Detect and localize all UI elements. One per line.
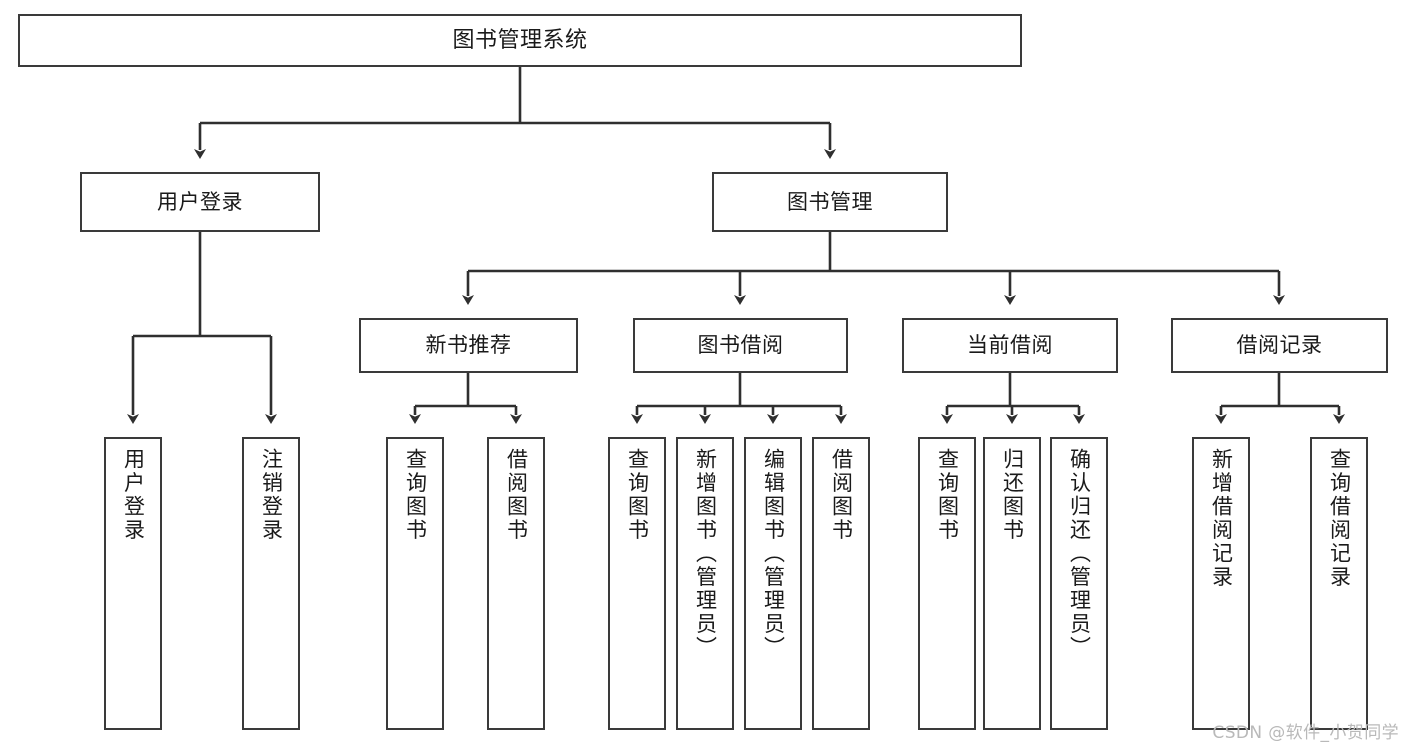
node-leaf-query-book-1-label: 查询图书: [403, 448, 428, 542]
node-leaf-query-record[interactable]: 查询借阅记录: [1310, 437, 1368, 730]
node-leaf-user-logout[interactable]: 注销登录: [242, 437, 300, 730]
node-leaf-return-book-label: 归还图书: [1000, 448, 1025, 542]
node-leaf-query-book-3-label: 查询图书: [935, 448, 960, 542]
node-leaf-user-login[interactable]: 用户登录: [104, 437, 162, 730]
node-current-borrow-label: 当前借阅: [967, 333, 1053, 358]
node-borrow-record[interactable]: 借阅记录: [1171, 318, 1388, 373]
node-current-borrow[interactable]: 当前借阅: [902, 318, 1118, 373]
node-leaf-confirm-return-label: 确认归还（管理员）: [1067, 448, 1092, 660]
node-leaf-query-book-1[interactable]: 查询图书: [386, 437, 444, 730]
node-leaf-edit-book-label: 编辑图书（管理员）: [761, 448, 786, 660]
node-leaf-edit-book[interactable]: 编辑图书（管理员）: [744, 437, 802, 730]
node-new-book-recommend[interactable]: 新书推荐: [359, 318, 578, 373]
node-root[interactable]: 图书管理系统: [18, 14, 1022, 67]
node-user-login-label: 用户登录: [157, 189, 243, 214]
node-leaf-borrow-book-1-label: 借阅图书: [504, 448, 529, 542]
node-leaf-query-book-3[interactable]: 查询图书: [918, 437, 976, 730]
node-user-login[interactable]: 用户登录: [80, 172, 320, 232]
node-leaf-confirm-return[interactable]: 确认归还（管理员）: [1050, 437, 1108, 730]
node-leaf-query-record-label: 查询借阅记录: [1327, 448, 1352, 589]
node-leaf-query-book-2[interactable]: 查询图书: [608, 437, 666, 730]
node-book-manage[interactable]: 图书管理: [712, 172, 948, 232]
node-book-manage-label: 图书管理: [787, 189, 873, 214]
node-leaf-borrow-book-1[interactable]: 借阅图书: [487, 437, 545, 730]
watermark: CSDN @软件_小贺同学: [1212, 723, 1399, 743]
node-borrow-record-label: 借阅记录: [1236, 333, 1323, 358]
node-leaf-return-book[interactable]: 归还图书: [983, 437, 1041, 730]
node-leaf-add-book[interactable]: 新增图书（管理员）: [676, 437, 734, 730]
node-book-borrow[interactable]: 图书借阅: [633, 318, 848, 373]
node-leaf-query-book-2-label: 查询图书: [625, 448, 650, 542]
node-leaf-borrow-book-2[interactable]: 借阅图书: [812, 437, 870, 730]
node-root-label: 图书管理系统: [452, 27, 588, 53]
node-leaf-add-record[interactable]: 新增借阅记录: [1192, 437, 1250, 730]
node-new-book-recommend-label: 新书推荐: [425, 333, 512, 358]
node-leaf-user-login-label: 用户登录: [121, 448, 146, 542]
node-book-borrow-label: 图书借阅: [697, 333, 784, 358]
node-leaf-user-logout-label: 注销登录: [259, 448, 284, 542]
node-leaf-add-record-label: 新增借阅记录: [1209, 448, 1234, 589]
node-leaf-borrow-book-2-label: 借阅图书: [829, 448, 854, 542]
node-leaf-add-book-label: 新增图书（管理员）: [693, 448, 718, 660]
